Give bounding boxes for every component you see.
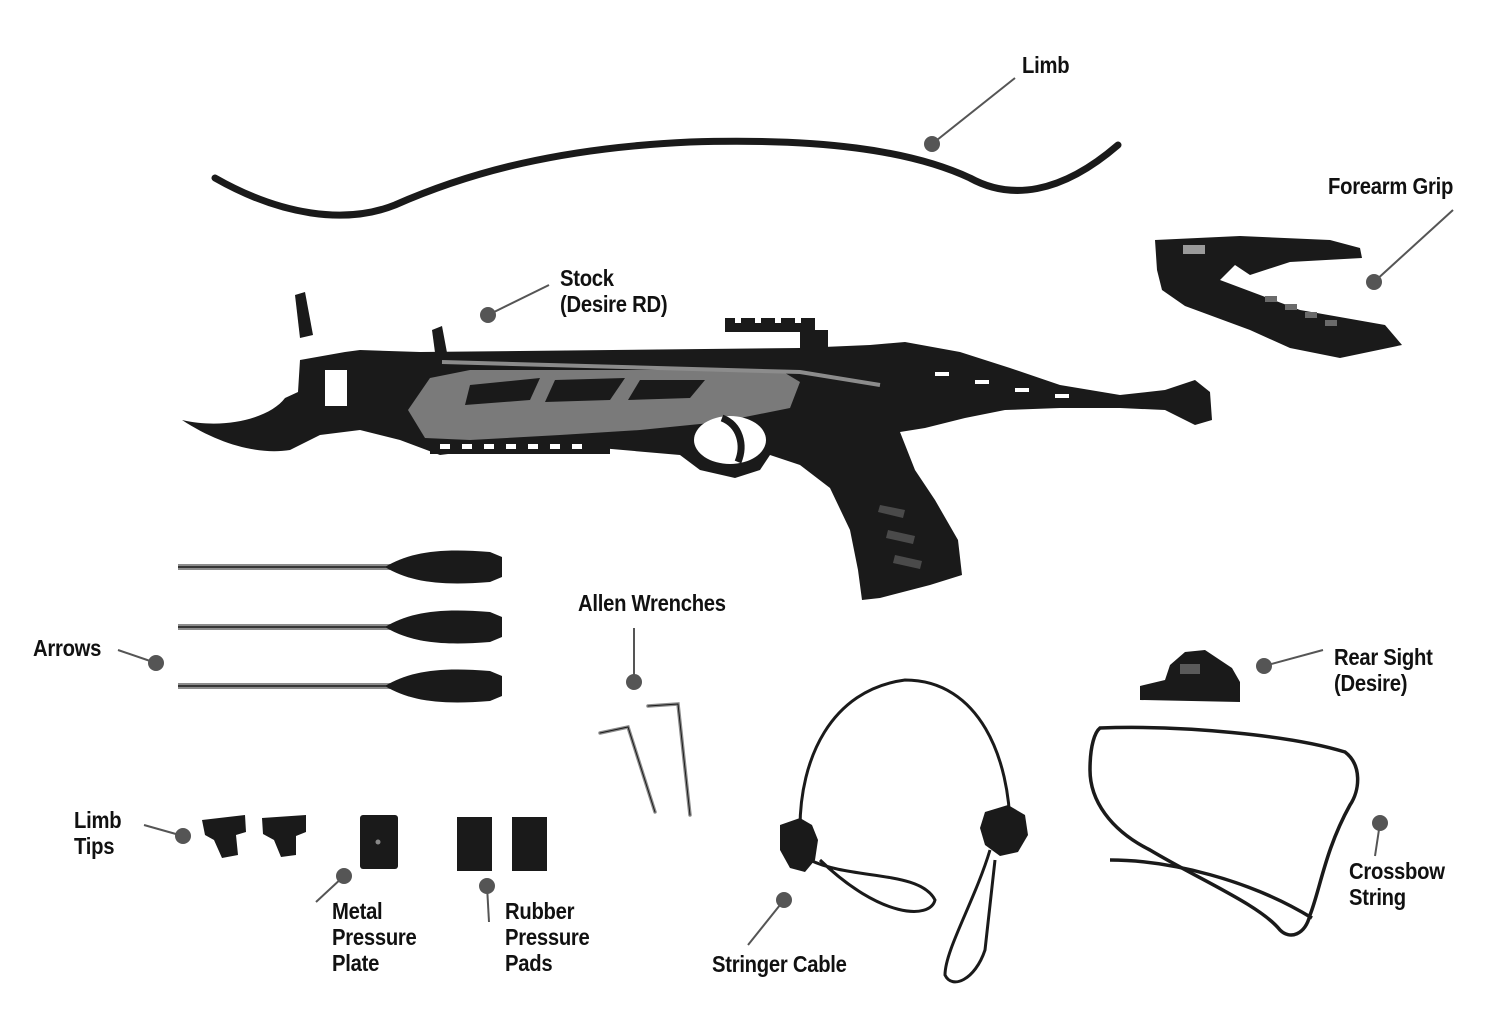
label-rubber-pressure-pads-line-1: Rubber: [505, 898, 575, 924]
label-limb-tips: Limb Tips: [74, 807, 122, 859]
label-arrows: Arrows: [33, 635, 101, 661]
label-allen-wrenches: Allen Wrenches: [578, 590, 726, 616]
label-limb-tips-line-2: Tips: [74, 833, 115, 859]
arrows-part: [178, 550, 502, 703]
label-limb-tips-line-1: Limb: [74, 807, 122, 833]
arrow-3: [178, 669, 502, 703]
metal-pressure-plate-part: [360, 815, 398, 869]
limb-tips-part: [202, 815, 306, 858]
label-metal-pressure-plate: Metal Pressure Plate: [332, 898, 417, 976]
label-rear-sight-line-2: (Desire): [1334, 670, 1408, 696]
label-stringer-cable-text: Stringer Cable: [712, 951, 847, 977]
label-metal-pressure-plate-line-2: Pressure: [332, 924, 417, 950]
leader-dots: [148, 136, 1388, 908]
crossbow-string-part: [1088, 725, 1360, 937]
label-crossbow-string-line-1: Crossbow: [1349, 858, 1445, 884]
label-limb-text: Limb: [1022, 52, 1070, 78]
label-limb: Limb: [1022, 52, 1070, 78]
label-stock: Stock (Desire RD): [560, 265, 668, 317]
label-crossbow-string: Crossbow String: [1349, 858, 1445, 910]
forearm-grip-part: [1155, 236, 1402, 358]
arrow-2: [178, 610, 502, 644]
stringer-cable-part: [780, 678, 1028, 984]
leader-lines: [117, 77, 1454, 946]
label-rear-sight-line-1: Rear Sight: [1334, 644, 1433, 670]
label-stringer-cable: Stringer Cable: [712, 951, 847, 977]
label-crossbow-string-line-2: String: [1349, 884, 1406, 910]
arrow-1: [178, 550, 502, 584]
label-rubber-pressure-pads-line-2: Pressure: [505, 924, 590, 950]
label-rear-sight: Rear Sight (Desire): [1334, 644, 1433, 696]
limb-part: [211, 137, 1122, 219]
label-metal-pressure-plate-line-1: Metal: [332, 898, 383, 924]
rubber-pressure-pads-part: [457, 817, 547, 871]
label-stock-line-1: Stock: [560, 265, 614, 291]
rear-sight-part: [1140, 650, 1240, 702]
label-rubber-pressure-pads: Rubber Pressure Pads: [505, 898, 590, 976]
label-stock-line-2: (Desire RD): [560, 291, 668, 317]
label-forearm-grip-text: Forearm Grip: [1328, 173, 1454, 199]
label-allen-wrenches-text: Allen Wrenches: [578, 590, 726, 616]
stock-part: [182, 292, 1212, 600]
label-forearm-grip: Forearm Grip: [1328, 173, 1453, 199]
label-rubber-pressure-pads-line-3: Pads: [505, 950, 553, 976]
label-metal-pressure-plate-line-3: Plate: [332, 950, 380, 976]
label-arrows-text: Arrows: [33, 635, 102, 661]
allen-wrenches-part: [598, 702, 692, 817]
